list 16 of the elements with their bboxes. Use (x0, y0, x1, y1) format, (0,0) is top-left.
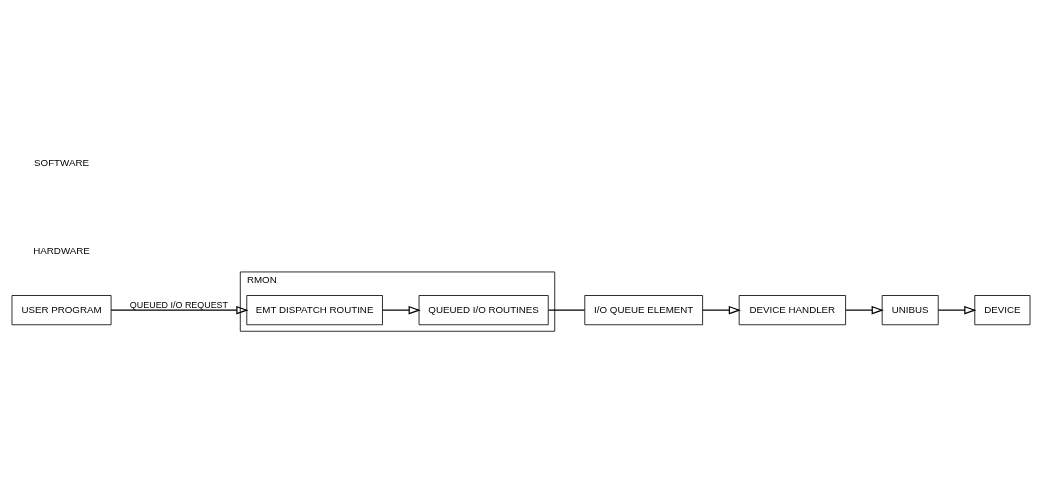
arrow (702, 305, 741, 315)
node-box: I/O QUEUE ELEMENT (584, 295, 703, 326)
label: SOFTWARE (34, 157, 89, 169)
node-box: USER PROGRAM (11, 295, 112, 326)
arrow (845, 305, 884, 315)
node-box: DEVICE (974, 295, 1031, 326)
arrow (937, 305, 977, 315)
node-box: EMT DISPATCH ROUTINE (246, 295, 383, 326)
connector (547, 309, 586, 311)
label: HARDWARE (33, 245, 90, 257)
arrow (110, 305, 249, 315)
node-box: DEVICE HANDLER (738, 295, 846, 326)
node-box: UNIBUS (881, 295, 939, 326)
edge-label: QUEUED I/O REQUEST (129, 299, 229, 310)
arrow (381, 305, 421, 315)
node-box: QUEUED I/O ROUTINES (418, 295, 549, 326)
